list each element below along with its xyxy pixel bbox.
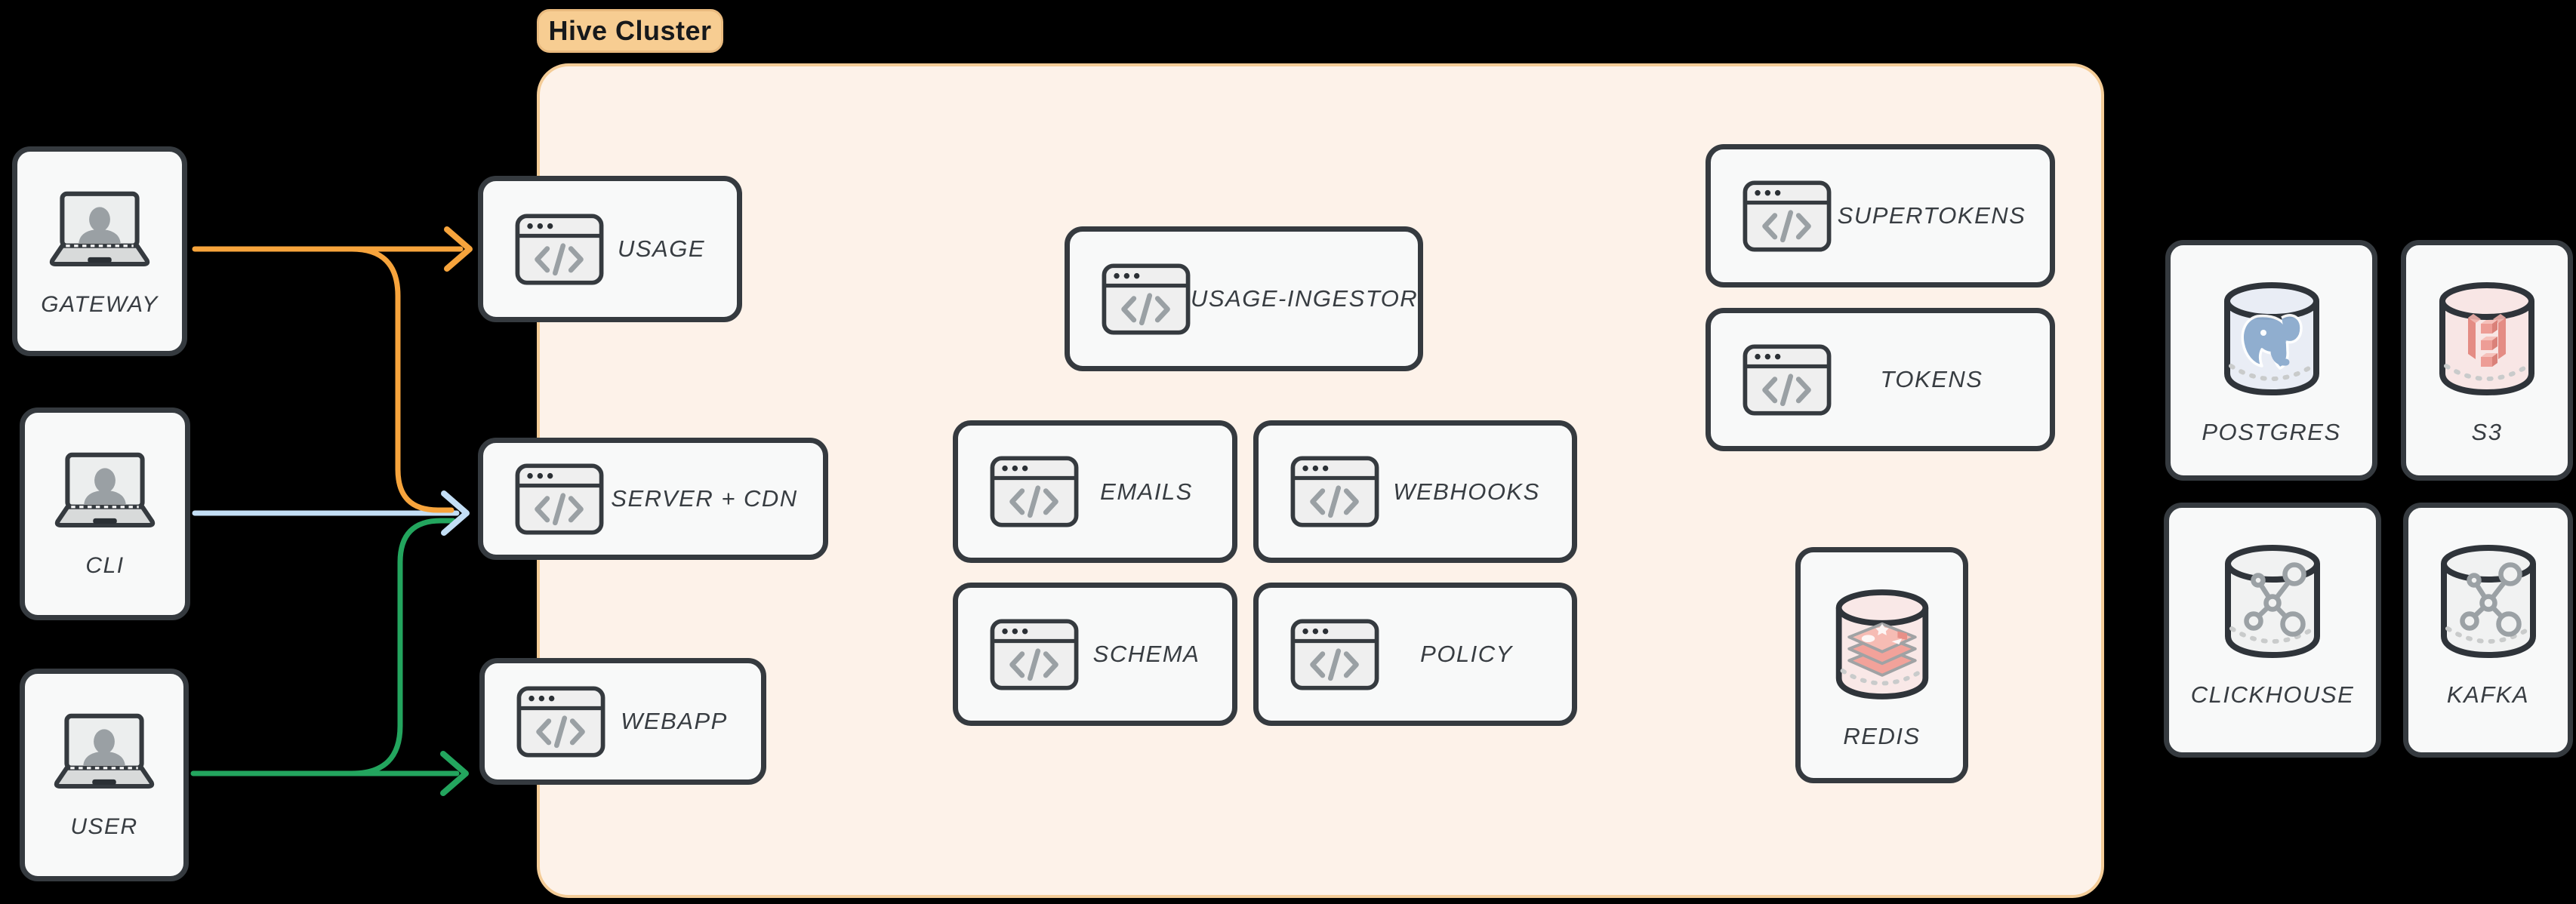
datastore-node-postgres: POSTGRES: [2165, 240, 2377, 481]
datastore-node-s3: S3: [2401, 240, 2573, 481]
node-label: POSTGRES: [2202, 419, 2341, 445]
service-node-webapp: WEBAPP: [479, 658, 766, 785]
code-window-icon: [1290, 619, 1379, 690]
code-window-icon: [990, 619, 1079, 690]
node-label: SERVER + CDN: [611, 485, 798, 512]
datastore-node-clickhouse: CLICKHOUSE: [2164, 503, 2381, 758]
node-label: CLI: [85, 553, 125, 578]
code-window-icon: [1742, 344, 1832, 416]
network-database-cylinder-icon: [2435, 540, 2542, 662]
hive-cluster-label: Hive Cluster: [537, 9, 723, 53]
node-label: TOKENS: [1880, 366, 1983, 392]
postgres-database-cylinder-icon: [2218, 277, 2325, 399]
service-node-tokens: TOKENS: [1706, 308, 2055, 451]
service-node-usage-ingestor: USAGE-INGESTOR: [1065, 226, 1423, 371]
laptop-user-icon: [43, 191, 156, 268]
service-node-schema: SCHEMA: [953, 583, 1237, 726]
redis-database-cylinder-icon: [1830, 584, 1934, 703]
laptop-user-icon: [48, 452, 162, 529]
service-node-supertokens: SUPERTOKENS: [1706, 144, 2055, 287]
node-label: EMAILS: [1100, 478, 1193, 505]
service-node-usage: USAGE: [478, 176, 742, 322]
node-label: WEBAPP: [621, 708, 728, 734]
s3-database-cylinder-icon: [2433, 277, 2541, 399]
node-label: USAGE: [617, 235, 706, 262]
datastore-node-redis: REDIS: [1795, 547, 1968, 783]
datastore-node-kafka: KAFKA: [2403, 503, 2573, 758]
edge-cli-blue: [192, 490, 470, 536]
node-label: GATEWAY: [41, 292, 159, 317]
service-node-policy: POLICY: [1253, 583, 1577, 726]
node-label: USER: [70, 814, 138, 839]
service-node-server-cdn: SERVER + CDN: [478, 438, 828, 560]
code-window-icon: [1102, 263, 1191, 335]
node-label: POLICY: [1420, 641, 1513, 667]
node-label: WEBHOOKS: [1393, 478, 1540, 505]
code-window-icon: [516, 686, 605, 758]
hive-cluster-label-text: Hive Cluster: [548, 15, 712, 46]
node-label: SUPERTOKENS: [1837, 202, 2026, 229]
code-window-icon: [515, 214, 604, 285]
node-label: CLICKHOUSE: [2190, 681, 2355, 708]
node-label: USAGE-INGESTOR: [1191, 285, 1419, 312]
code-window-icon: [1742, 180, 1832, 252]
edge-gateway-orange: [192, 226, 473, 513]
code-window-icon: [990, 456, 1079, 527]
service-node-webhooks: WEBHOOKS: [1253, 420, 1577, 563]
node-label: REDIS: [1843, 723, 1921, 749]
code-window-icon: [1290, 456, 1379, 527]
node-label: S3: [2471, 419, 2503, 445]
client-node-cli: CLI: [20, 407, 190, 620]
node-label: SCHEMA: [1092, 641, 1200, 667]
arrowhead-webapp: [440, 751, 469, 796]
service-node-emails: EMAILS: [953, 420, 1237, 563]
arrowhead-server-cdn: [441, 490, 470, 536]
laptop-user-icon: [48, 713, 161, 790]
client-node-user: USER: [20, 669, 189, 881]
client-node-gateway: GATEWAY: [12, 146, 187, 356]
arrowhead-usage: [444, 226, 473, 272]
edge-user-green: [190, 518, 469, 796]
network-database-cylinder-icon: [2219, 540, 2326, 662]
node-label: KAFKA: [2446, 681, 2530, 708]
code-window-icon: [515, 463, 604, 535]
